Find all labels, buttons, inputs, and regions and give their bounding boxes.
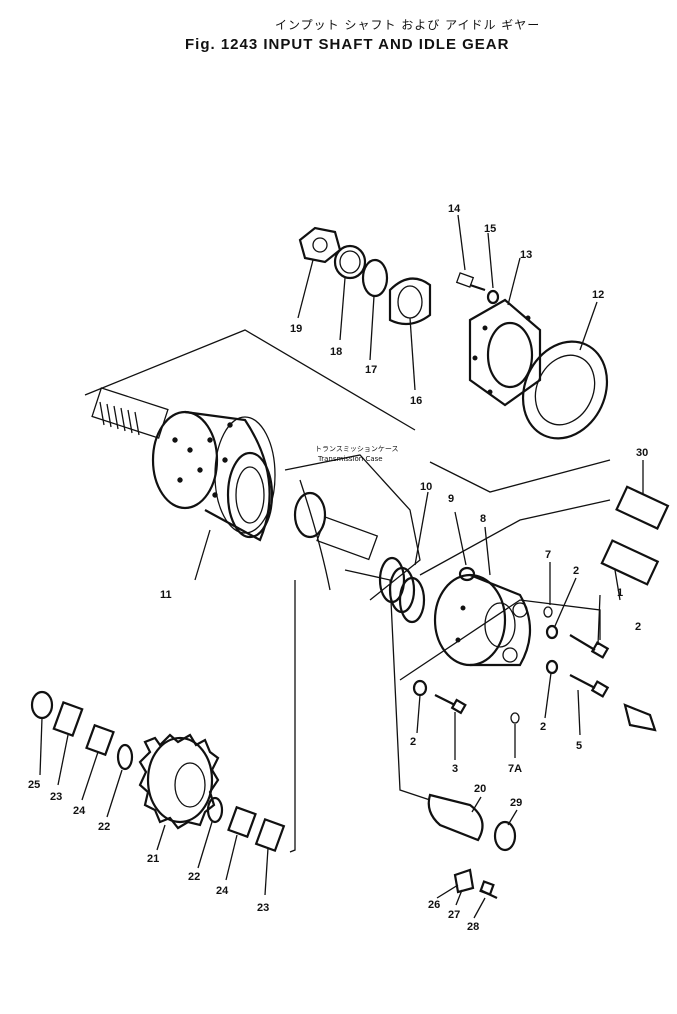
callout-22a: 22 [98,821,110,833]
callout-24b: 24 [216,885,229,897]
flange-gasket [521,340,609,440]
callout-10: 10 [420,481,432,493]
sealant-tubes [600,485,670,586]
annotation-jp: トランスミッションケース [315,445,399,453]
idle-gear-shaft [427,793,517,899]
callout-23b: 23 [257,902,269,914]
callout-2b: 2 [635,621,641,633]
callout-3: 3 [452,763,458,775]
callout-18: 18 [330,346,342,358]
callout-30: 30 [636,447,648,459]
callout-7a: 7A [508,763,522,775]
title-japanese: インプット シャフト および アイドル ギヤー [275,18,541,32]
leader-lines [39,214,644,919]
callout-2d: 2 [540,721,546,733]
callout-2a: 2 [573,565,579,577]
transmission-case: トランスミッションケース Transmission Case [284,445,421,601]
callout-25: 25 [28,779,40,791]
callout-22b: 22 [188,871,200,883]
callout-21: 21 [147,853,159,865]
callout-12: 12 [592,289,604,301]
callout-2c: 2 [410,736,416,748]
annotation-en: Transmission Case [317,455,383,463]
idle-gear-housing [433,573,531,667]
part-callouts: 14 15 13 12 19 18 17 16 10 9 8 30 7 2 1 … [28,203,648,933]
callout-28: 28 [467,921,479,933]
bearing-flange [468,298,542,407]
nut-washer-bearing [298,226,432,326]
idle-gear [138,733,220,830]
callout-1: 1 [617,587,623,599]
callout-7: 7 [545,549,551,561]
callout-19: 19 [290,323,302,335]
callout-16: 16 [410,395,422,407]
callout-17: 17 [365,364,377,376]
callout-8: 8 [480,513,486,525]
callout-14: 14 [448,203,461,215]
callout-15: 15 [484,223,496,235]
callout-9: 9 [448,493,454,505]
bolt-washer-14-15 [455,272,500,305]
input-shaft [91,387,169,439]
callout-5: 5 [576,740,582,752]
housing-bolts [412,606,610,724]
callout-27: 27 [448,909,460,921]
callout-29: 29 [510,797,522,809]
clutch-drum [151,410,276,542]
idle-gear-bearings [30,690,286,853]
callout-26: 26 [428,899,440,911]
o-ring [458,566,476,582]
callout-13: 13 [520,249,532,261]
callout-20: 20 [474,783,486,795]
lock-plate [623,703,657,732]
callout-23a: 23 [50,791,62,803]
callout-24a: 24 [73,805,86,817]
drum-gear [226,451,274,539]
callout-11: 11 [160,589,172,601]
title-english: Fig. 1243 INPUT SHAFT AND IDLE GEAR [185,36,510,53]
seal-rings [378,556,426,624]
